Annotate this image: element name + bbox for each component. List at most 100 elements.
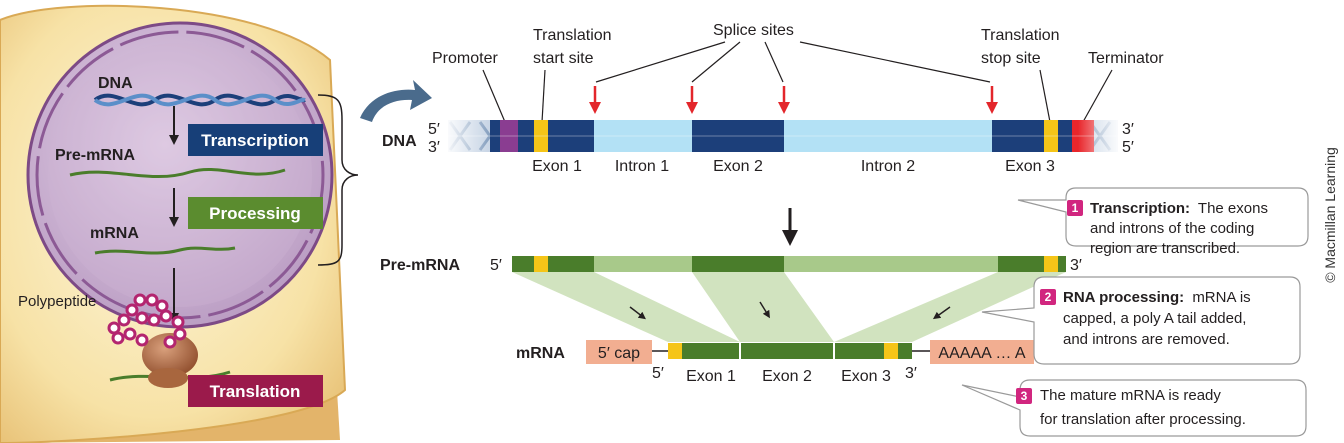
callout-2-line3: and introns are removed.	[1063, 331, 1230, 348]
start-site-segment	[534, 120, 548, 152]
mrna-bar	[668, 343, 912, 359]
dna-end-top-left: 5′	[428, 121, 440, 138]
mrna-3-end: 3′	[905, 365, 917, 382]
pre-mrna-exon1	[548, 256, 594, 272]
pre-mrna-start-site	[534, 256, 548, 272]
pre-mrna-5-end: 5′	[490, 257, 502, 274]
exon2-segment	[692, 120, 784, 152]
splicing-arrows	[629, 301, 951, 320]
dna-upstream-segment	[490, 120, 500, 152]
zoom-bracket	[317, 94, 359, 266]
mrna-exon1-label: Exon 1	[686, 368, 736, 385]
mrna-stop-site	[884, 343, 898, 359]
stop-site-label-line2: stop site	[981, 50, 1041, 67]
callout-3-line1: The mature mRNA is ready	[1040, 387, 1221, 404]
callout-2-text1: mRNA is	[1192, 289, 1250, 306]
splice-site-pointers	[595, 41, 991, 83]
dna-end-bottom-right: 5′	[1122, 139, 1134, 156]
start-site-label-line1: Translation	[533, 27, 612, 44]
region-label-exon2: Exon 2	[713, 158, 763, 175]
callout-3-line2: for translation after processing.	[1040, 411, 1246, 428]
callout-1-line3: region are transcribed.	[1090, 240, 1240, 257]
mrna-start-site	[668, 343, 682, 359]
callout-3-badge	[1016, 388, 1032, 404]
splice-projection-exon1	[512, 272, 740, 342]
pre-mrna-map: Pre-mRNA 5′ 3′	[380, 256, 1082, 342]
cell-mrna-label: mRNA	[90, 225, 139, 242]
region-label-intron2: Intron 2	[861, 158, 915, 175]
callout-2-bold: RNA processing:	[1063, 289, 1184, 306]
exon3-segment	[992, 120, 1044, 152]
copyright-text: © Macmillan Learning	[1322, 147, 1338, 283]
callout-1-line2: and introns of the coding	[1090, 220, 1254, 237]
mrna-exon3-label: Exon 3	[841, 368, 891, 385]
transcription-step-box	[188, 124, 323, 156]
intron2-segment	[784, 120, 992, 152]
cell-illustration: DNA Pre-mRNA mRNA Polypeptide Transcript…	[0, 4, 359, 443]
callout-2-badge	[1040, 289, 1056, 305]
mrna-label: mRNA	[516, 345, 565, 362]
callout-1-badge	[1067, 200, 1083, 216]
stop-site-label-line1: Translation	[981, 27, 1060, 44]
region-label-intron1: Intron 1	[615, 158, 669, 175]
translation-step-box	[188, 375, 323, 407]
intron1-segment	[594, 120, 692, 152]
promoter-label: Promoter	[432, 50, 498, 67]
callout-3-number: 3	[1021, 389, 1028, 403]
zoom-arrow-icon	[360, 80, 432, 122]
gene-dna-label: DNA	[382, 133, 417, 150]
transcription-step-label: Transcription	[201, 131, 309, 150]
stop-site-pointer	[1039, 69, 1051, 123]
pre-mrna-exon3	[998, 256, 1044, 272]
splice-site-arrows	[589, 86, 998, 114]
pre-mrna-5utr	[512, 256, 534, 272]
pre-mrna-exon2	[692, 256, 784, 272]
cell-premrna-label: Pre-mRNA	[55, 147, 135, 164]
callout-1-text1: The exons	[1198, 200, 1268, 217]
region-label-exon3: Exon 3	[1005, 158, 1055, 175]
pre-mrna-3-end: 3′	[1070, 257, 1082, 274]
mrna-exon2-label: Exon 2	[762, 368, 812, 385]
callout-2-line2: capped, a poly A tail added,	[1063, 310, 1246, 327]
mature-mrna-map: mRNA 5′ cap AAAAA … A 5′ Exon 1 Exon 2 E…	[516, 340, 1034, 385]
processing-step-label: Processing	[209, 204, 301, 223]
callout-1: 1 Transcription: The exons and introns o…	[1017, 187, 1309, 257]
splice-sites-label: Splice sites	[713, 22, 794, 39]
dna-3utr-segment	[1058, 120, 1072, 152]
dna-end-bottom-left: 3′	[428, 139, 440, 156]
region-label-exon1: Exon 1	[532, 158, 582, 175]
mrna-5-end: 5′	[652, 365, 664, 382]
five-prime-cap	[586, 340, 652, 364]
terminator-label: Terminator	[1088, 50, 1164, 67]
cell-dna-label: DNA	[98, 75, 133, 92]
transcription-arrow-head	[782, 230, 798, 246]
pre-mrna-bar	[512, 256, 1066, 272]
pre-mrna-label: Pre-mRNA	[380, 257, 460, 274]
poly-a-tail-label: AAAAA … A	[938, 345, 1025, 362]
premrna-strand	[69, 168, 286, 179]
callout-2: 2 RNA processing: mRNA is capped, a poly…	[981, 276, 1301, 365]
exon1-segment	[548, 120, 594, 152]
promoter-pointer	[482, 69, 506, 123]
callout-1-bold: Transcription:	[1090, 200, 1190, 217]
five-prime-cap-label: 5′ cap	[598, 345, 640, 362]
callout-3: 3 The mature mRNA is ready for translati…	[961, 379, 1307, 437]
dna-end-top-right: 3′	[1122, 121, 1134, 138]
callout-1-line1: Transcription: The exons	[1090, 200, 1268, 217]
ribosome-icon	[109, 333, 231, 388]
terminator-pointer	[1082, 69, 1113, 123]
polypeptide-chain-icon	[107, 293, 187, 349]
cell-polypeptide-label: Polypeptide	[18, 293, 96, 310]
callout-1-number: 1	[1072, 201, 1079, 215]
translation-step-label: Translation	[210, 382, 301, 401]
poly-a-tail	[930, 340, 1034, 364]
start-site-label-line2: start site	[533, 50, 594, 67]
pre-mrna-stop-site	[1044, 256, 1058, 272]
mrna-strand	[94, 246, 236, 255]
start-site-pointer	[541, 69, 546, 123]
dna-helix-icon	[93, 93, 306, 107]
callout-2-number: 2	[1045, 290, 1052, 304]
processing-step-box	[188, 197, 323, 229]
dna-bar	[448, 120, 1118, 152]
